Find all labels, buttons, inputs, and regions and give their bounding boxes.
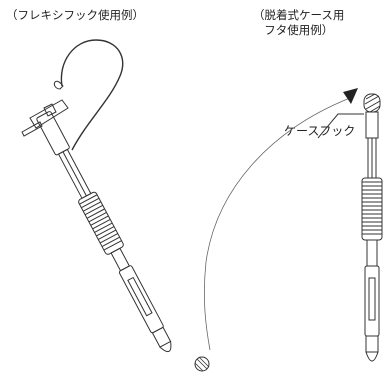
case-hook-label: ケースフック xyxy=(284,124,356,138)
pen-rod-left xyxy=(36,111,172,353)
case-hook-leader-line xyxy=(317,113,364,139)
spring-coil-right xyxy=(361,177,383,241)
spring-coil-left xyxy=(78,191,124,255)
flexi-hook-assembly xyxy=(21,39,210,372)
case-cap-assembly xyxy=(203,88,383,362)
arrow-head-icon xyxy=(343,88,358,104)
caption-right-line1: （脱着式ケース用 xyxy=(253,8,345,22)
caption-removable-cap-example: （脱着式ケース用 フタ使用例） xyxy=(253,8,344,38)
pen-tip-left xyxy=(194,356,210,372)
caption-right-line2: フタ使用例） xyxy=(264,23,334,37)
caption-flexi-hook-example: （フレキシフック使用例） xyxy=(6,8,144,22)
swing-arc xyxy=(203,97,351,351)
flexi-hook-icon xyxy=(60,39,124,151)
pen-rod-right xyxy=(361,93,383,362)
